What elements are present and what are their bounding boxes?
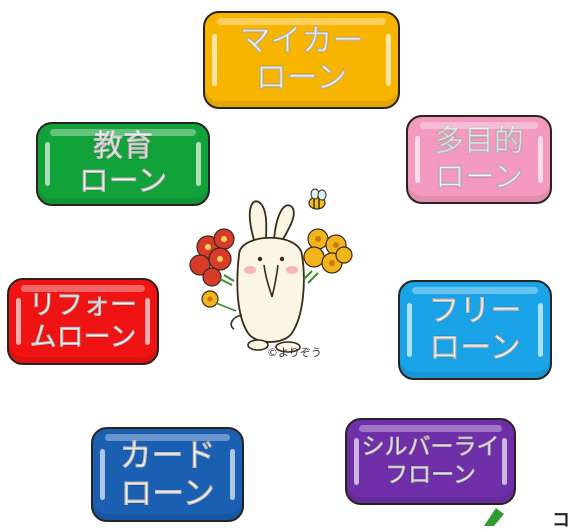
yellow-flower-bouquet xyxy=(303,228,353,284)
button-label-line1: フリー xyxy=(428,293,522,330)
button-label-line2: ローン xyxy=(429,330,521,367)
button-highlight xyxy=(105,434,230,441)
mycar-loan-button[interactable]: マイカー ローン xyxy=(203,11,400,109)
silver-life-loan-button[interactable]: シルバーライ フローン xyxy=(345,418,516,505)
button-label-line1: 多目的 xyxy=(434,124,525,160)
button-label-line2: ムローン xyxy=(29,321,137,353)
button-highlight xyxy=(412,287,538,294)
small-flower xyxy=(201,290,237,312)
button-label-line1: シルバーライ xyxy=(361,434,500,461)
button-label-line1: リフォー xyxy=(29,289,138,321)
reform-loan-button[interactable]: リフォー ムローン xyxy=(7,278,159,365)
button-highlight xyxy=(50,129,196,136)
button-highlight xyxy=(217,18,386,25)
multipurpose-loan-button[interactable]: 多目的 ローン xyxy=(406,115,552,204)
button-highlight xyxy=(420,122,538,129)
free-loan-button[interactable]: フリー ローン xyxy=(398,280,552,380)
button-label-line2: ローン xyxy=(120,473,215,512)
button-label-line2: ローン xyxy=(434,159,524,195)
button-label-line2: フローン xyxy=(385,461,476,488)
copyright-text: ©よりぞう xyxy=(267,346,322,359)
button-label-line2: ローン xyxy=(78,164,168,200)
button-label-line1: 教育 xyxy=(93,128,154,164)
card-loan-button[interactable]: カード ローン xyxy=(91,427,244,522)
button-label-line1: カード xyxy=(119,435,216,474)
red-flower-bouquet xyxy=(189,228,235,287)
button-label-line2: ローン xyxy=(255,60,348,97)
education-loan-button[interactable]: 教育 ローン xyxy=(36,122,210,206)
green-arrow-decoration xyxy=(484,508,504,526)
button-highlight xyxy=(21,285,145,292)
mascot-illustration xyxy=(189,188,353,353)
cutoff-text: コ xyxy=(552,510,569,531)
bee-icon xyxy=(308,188,327,210)
button-highlight xyxy=(359,425,502,432)
button-label-line1: マイカー xyxy=(239,23,364,60)
